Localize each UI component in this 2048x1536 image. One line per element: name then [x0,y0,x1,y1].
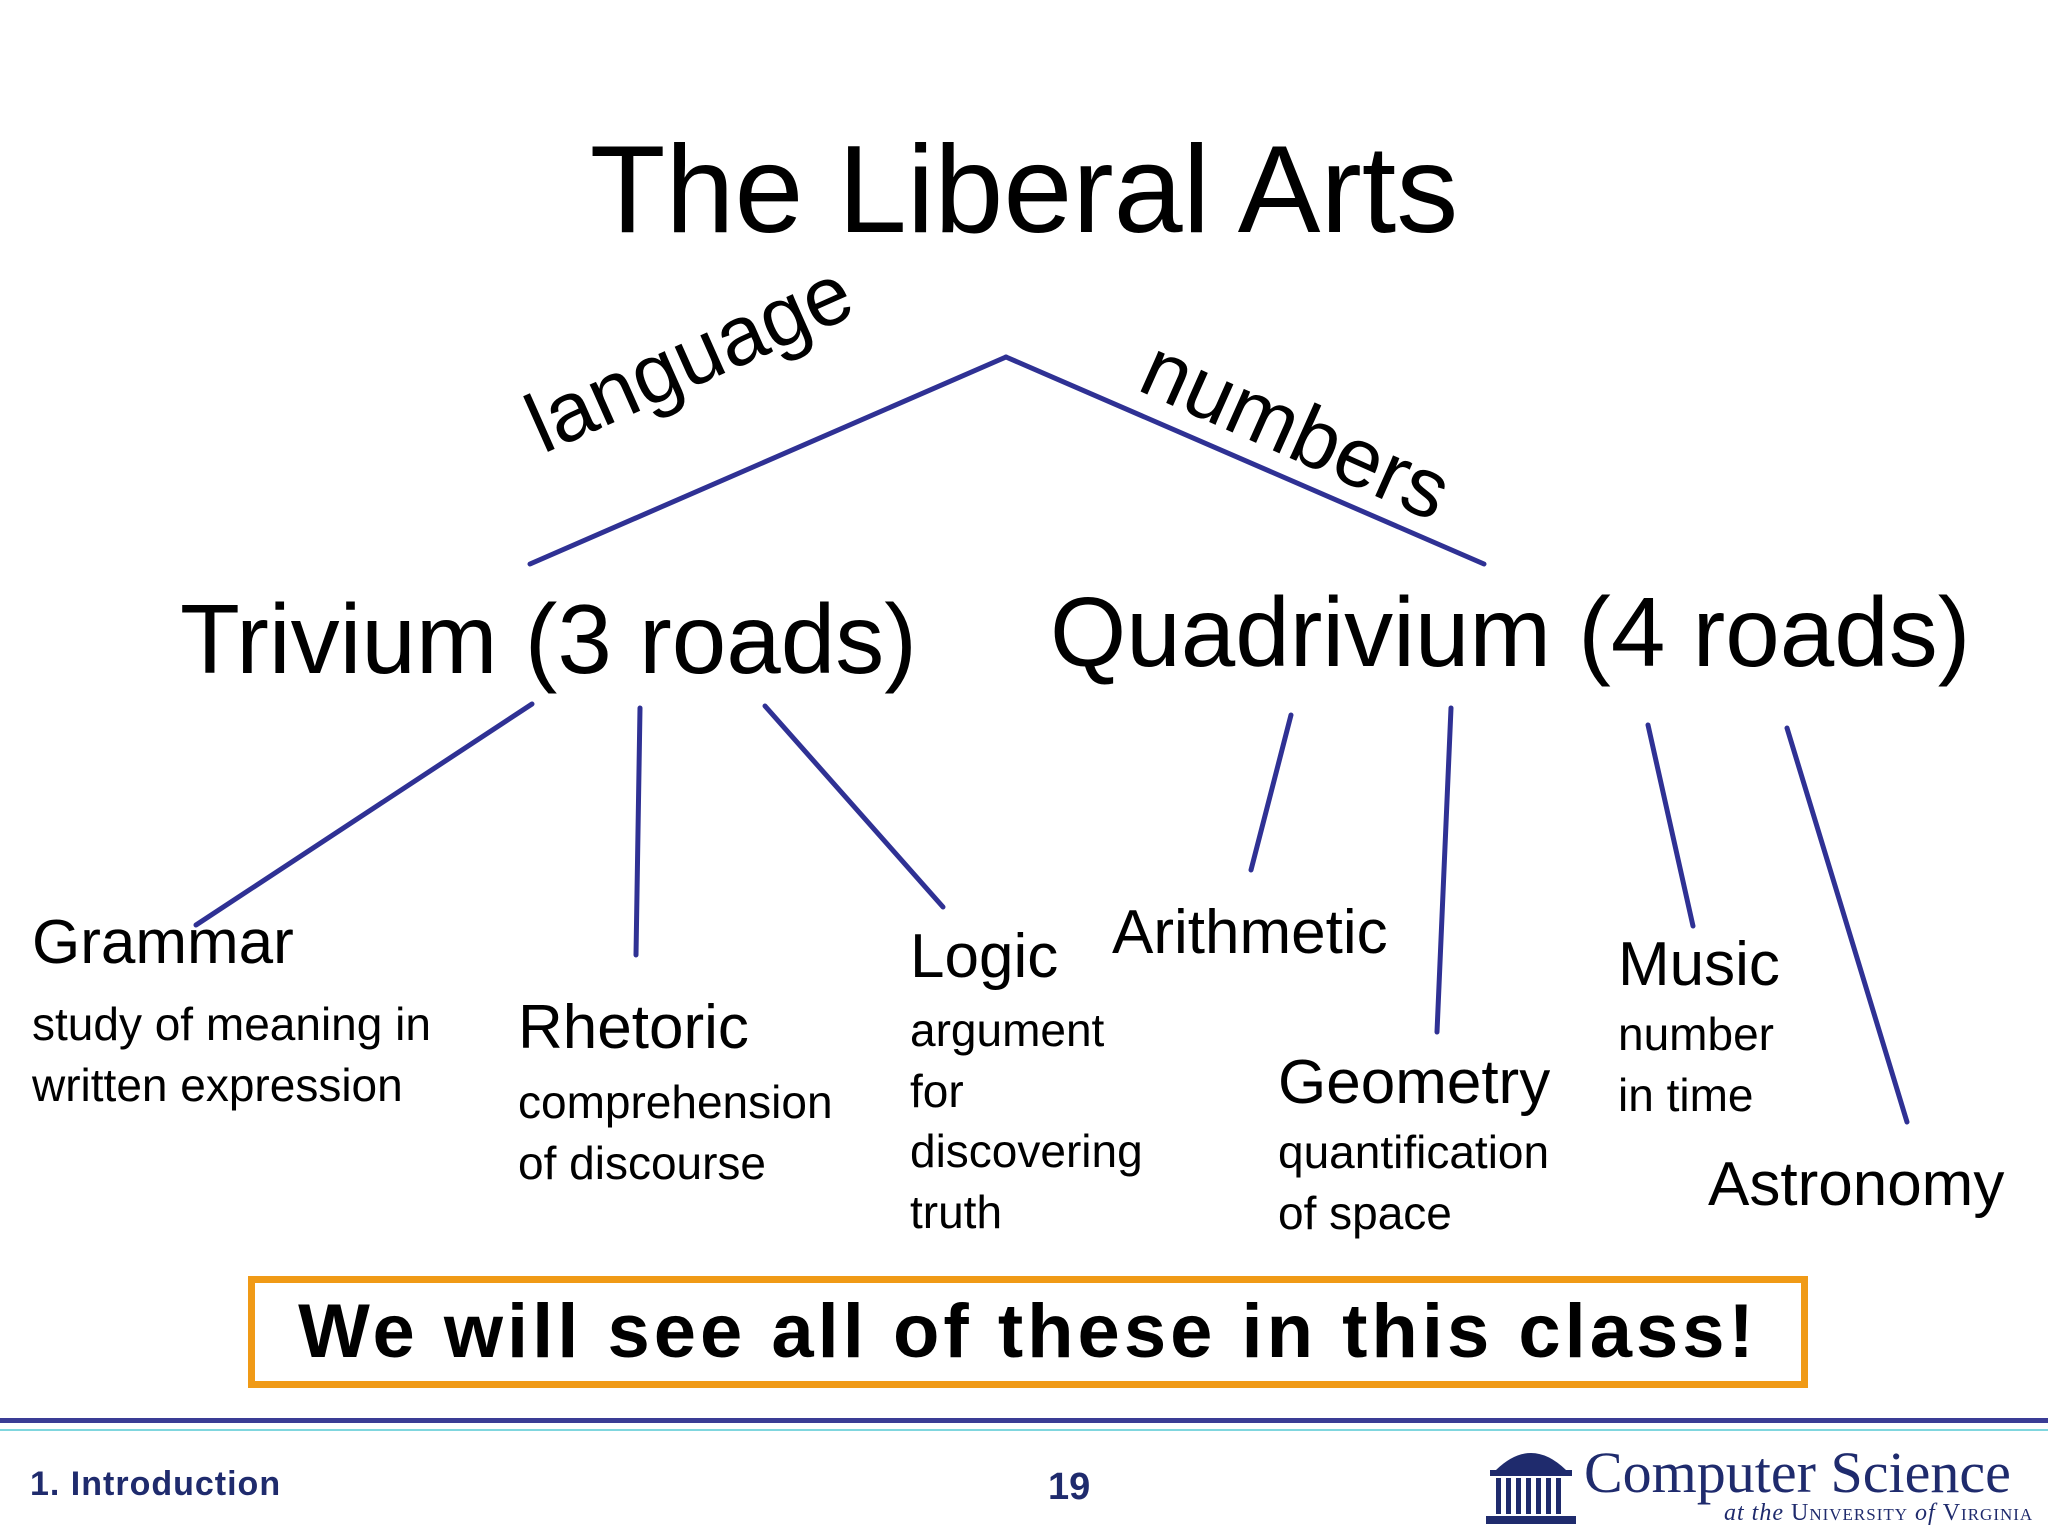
footer-rule [0,1418,2048,1423]
subject-music: Music [1618,930,1780,999]
subject-music-desc: number in time [1618,1008,1774,1121]
connector-numbers [1003,354,1487,567]
subject-geometry-desc: quantification of space [1278,1126,1550,1239]
rotunda-icon [1486,1453,1576,1524]
quadrivium-heading: Quadrivium (4 roads) [1050,577,1971,687]
connector-grammar [193,701,535,928]
connector-arithmetic [1248,712,1294,873]
logo-title: Computer Science [1584,1440,2011,1505]
slide-title: The Liberal Arts [589,121,1459,259]
connector-logic [762,703,946,910]
subject-grammar-desc: study of meaning in written expression [32,998,431,1111]
subject-astronomy: Astronomy [1708,1150,2005,1219]
subject-rhetoric: Rhetoric [518,993,749,1062]
page-number: 19 [1048,1466,1091,1508]
connector-language [527,354,1009,567]
footer-rule-accent [0,1429,2048,1431]
subject-rhetoric-desc: comprehension of discourse [518,1076,833,1189]
subject-geometry: Geometry [1278,1048,1551,1117]
connector-music [1645,722,1696,929]
subject-arithmetic: Arithmetic [1112,898,1388,967]
subject-logic: Logic [910,922,1059,991]
callout-box: We will see all of these in this class! [248,1276,1808,1388]
trivium-heading: Trivium (3 roads) [180,584,917,694]
subject-grammar: Grammar [32,908,294,977]
connector-geometry [1434,705,1454,1035]
footer-section-label: 1. Introduction [30,1465,282,1503]
logo-subtitle: at the University of Virginia [1724,1500,2034,1526]
subject-logic-desc: argument for discovering truth [910,1004,1143,1239]
connector-rhetoric [633,705,643,958]
connector-astronomy [1784,725,1910,1125]
